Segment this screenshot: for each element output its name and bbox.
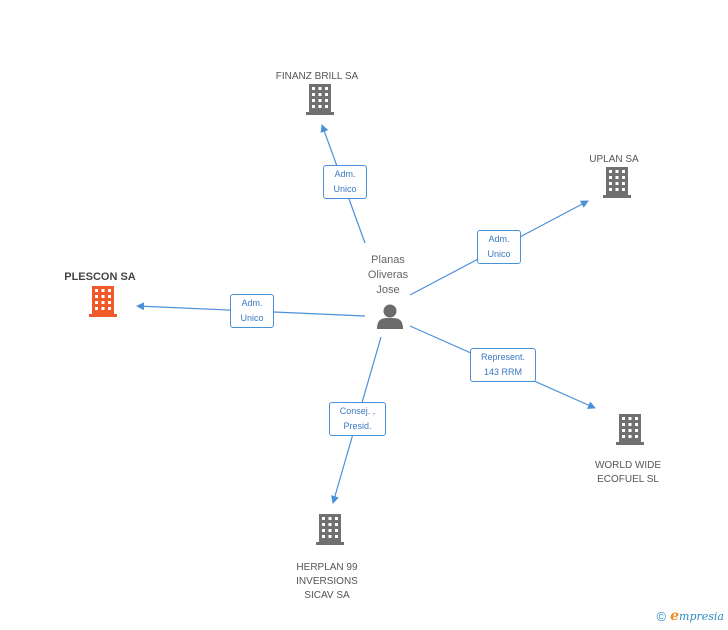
brand-logo[interactable]: empresia — [670, 608, 724, 624]
building-icon[interactable] — [306, 84, 334, 115]
person-icon[interactable] — [377, 304, 403, 330]
company-name-plescon[interactable]: PLESCON SA — [64, 271, 136, 283]
brand-logo-text: mpresia — [679, 610, 724, 623]
building-icon[interactable] — [616, 414, 644, 445]
edge-label-uplan: Adm. Unico — [477, 230, 521, 264]
building-icon[interactable] — [603, 167, 631, 198]
building-icon[interactable] — [89, 286, 117, 317]
edge-label-finanz: Adm. Unico — [323, 165, 367, 199]
edge-label-herplan: Consej. , Presid. — [329, 402, 386, 436]
edge-label-plescon: Adm. Unico — [230, 294, 274, 328]
company-name-herplan[interactable]: HERPLAN 99 INVERSIONS SICAV SA — [296, 562, 358, 601]
company-name-finanz[interactable]: FINANZ BRILL SA — [275, 71, 359, 82]
copyright-icon: © — [656, 608, 667, 624]
brand-logo-initial: e — [670, 608, 680, 624]
building-icon[interactable] — [316, 514, 344, 545]
edge-label-worldwide: Represent. 143 RRM — [470, 348, 536, 382]
company-name-uplan[interactable]: UPLAN SA — [589, 154, 639, 165]
person-name[interactable]: Planas Oliveras Jose — [367, 254, 409, 296]
footer-brand: © empresia — [657, 608, 724, 624]
company-name-worldwide[interactable]: WORLD WIDE ECOFUEL SL — [594, 460, 662, 485]
